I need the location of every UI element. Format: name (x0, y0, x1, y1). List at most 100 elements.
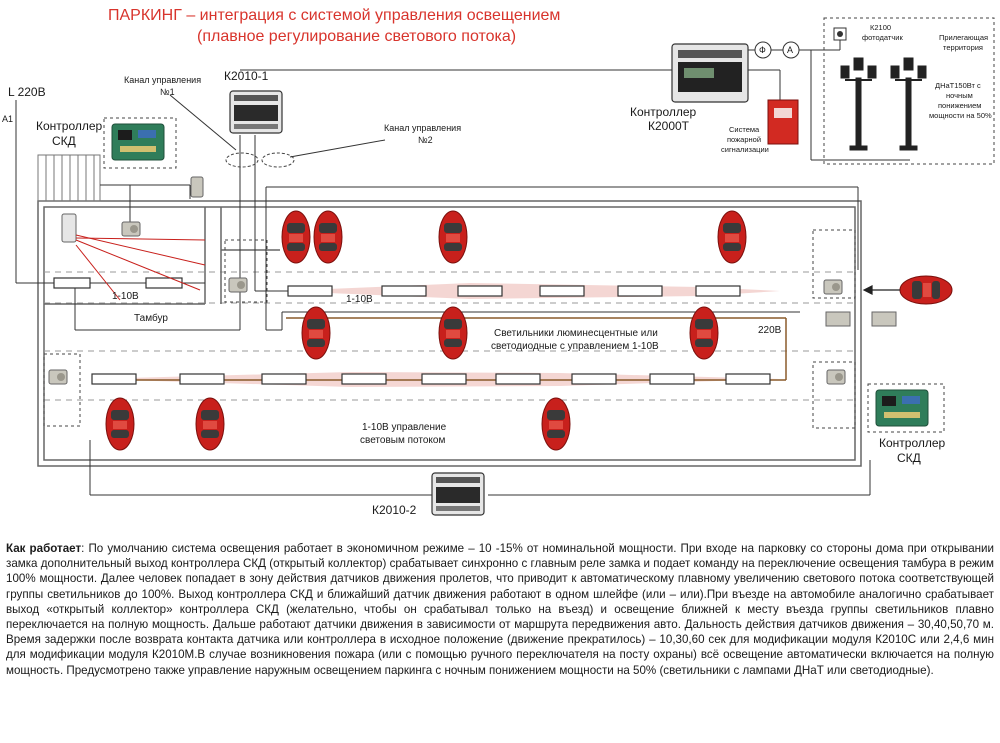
skd-bottom-label-1: Контроллер (879, 436, 946, 450)
skd-top-label-2: СКД (52, 134, 76, 148)
channel-pointers (169, 94, 386, 158)
k2010-1-module (229, 90, 283, 134)
luminaire (617, 285, 663, 297)
k2010-2-label: К2010-2 (372, 503, 417, 517)
photosensor-label-1: К2100 (870, 23, 891, 32)
territory-label-1: Прилегающая (939, 33, 988, 42)
luminaire-row-2 (91, 373, 771, 385)
k2010-1-label: К2010-1 (224, 69, 269, 83)
sensor-zones (43, 229, 856, 429)
luminaire (649, 373, 695, 385)
car (717, 210, 747, 264)
gate-sensor (871, 311, 897, 327)
luminaire (457, 285, 503, 297)
luminaire (539, 285, 585, 297)
motion-sensor (48, 369, 68, 385)
street-lamps (840, 57, 927, 151)
a1-label: A1 (2, 114, 13, 124)
channel2-label-1: Канал управления (384, 123, 461, 133)
gate-sensor (825, 311, 851, 327)
motion-sensor (826, 369, 846, 385)
skd-controller-top (111, 123, 165, 161)
lamp-label-3: понижением (938, 101, 981, 110)
luminaire (91, 373, 137, 385)
svg-text:Ф: Ф (759, 45, 766, 55)
skd-top-label-1: Контроллер (36, 119, 103, 133)
stairs (37, 154, 101, 202)
skd-top-zone (103, 117, 177, 169)
car (195, 397, 225, 451)
v220-label: 220В (758, 325, 782, 336)
luminaire (53, 277, 91, 289)
door-lock (61, 213, 77, 243)
fire-label-3: сигнализации (721, 145, 769, 154)
k2000t-label-2: К2000Т (648, 119, 690, 133)
channel2-label-2: №2 (418, 135, 433, 145)
luminaire (341, 373, 387, 385)
meter-phi: Ф (754, 41, 772, 59)
motion-sensor (121, 221, 141, 237)
car (313, 210, 343, 264)
skd-bottom-zone (867, 383, 945, 433)
luminaire (179, 373, 225, 385)
motion-sensor (228, 277, 248, 293)
skd-controller-bottom (875, 389, 929, 427)
lamp-label-4: мощности на 50% (929, 111, 992, 120)
motion-sensor (823, 279, 843, 295)
luminaire (725, 373, 771, 385)
lane-lines (44, 271, 855, 401)
fixtures-label-1: Светильники люминесцентные или (494, 328, 658, 339)
fire-label-2: пожарной (727, 135, 761, 144)
entry-gate-devices (825, 311, 897, 327)
luminaire-row-1 (287, 285, 741, 297)
luminaire (695, 285, 741, 297)
luminaire (495, 373, 541, 385)
skd-bottom-label-2: СКД (897, 451, 921, 465)
photosensor-eye (837, 31, 843, 37)
meter-amp: А (782, 41, 800, 59)
car (541, 397, 571, 451)
car (281, 210, 311, 264)
entry-arrow (862, 285, 900, 295)
luminaire (571, 373, 617, 385)
luminaire (421, 373, 467, 385)
luminaire (145, 277, 183, 289)
how-it-works-text: Как работает: По умолчанию система освещ… (6, 541, 994, 678)
outdoor-zone (823, 17, 995, 165)
v110-mid-label: 1-10В (346, 294, 373, 305)
luminaire (261, 373, 307, 385)
lock-signal-lines (75, 234, 206, 301)
fire-alarm-panel (767, 99, 799, 145)
tambur-walls (44, 207, 280, 305)
light-beams (90, 283, 780, 387)
parking-walls (37, 200, 862, 467)
lamp-label-1: ДНаТ150Вт с (935, 81, 981, 90)
car (105, 397, 135, 451)
title-line-1: ПАРКИНГ – интеграция с системой управлен… (108, 7, 560, 24)
car (438, 210, 468, 264)
car (689, 306, 719, 360)
control-label-1: 1-10В управление (362, 422, 447, 433)
car (438, 306, 468, 360)
luminaire (381, 285, 427, 297)
photosensor-label-2: фотодатчик (862, 33, 903, 42)
k2010-2-module (431, 472, 485, 516)
fire-label-1: Система (729, 125, 760, 134)
tambur-label: Тамбур (134, 312, 168, 324)
k2000t-controller (671, 43, 749, 103)
territory-label-2: территория (943, 43, 983, 52)
car (301, 306, 331, 360)
v110-left-label: 1-10В (112, 291, 139, 302)
fixtures-label-2: светодиодные с управлением 1-10В (491, 341, 659, 352)
channel-markers (225, 152, 295, 168)
k2000t-label-1: Контроллер (630, 105, 697, 119)
luminaire (287, 285, 333, 297)
svg-text:А: А (787, 45, 793, 55)
channel1-label-2: №1 (160, 87, 175, 97)
description-body: : По умолчанию система освещения работае… (6, 542, 994, 677)
description-lead: Как работает (6, 542, 82, 555)
control-wires (15, 35, 910, 496)
parking-lighting-diagram: ПАРКИНГ – интеграция с системой управлен… (2, 7, 995, 517)
lamp-label-2: ночным (946, 91, 973, 100)
title-line-2: (плавное регулирование светового потока) (197, 28, 516, 45)
